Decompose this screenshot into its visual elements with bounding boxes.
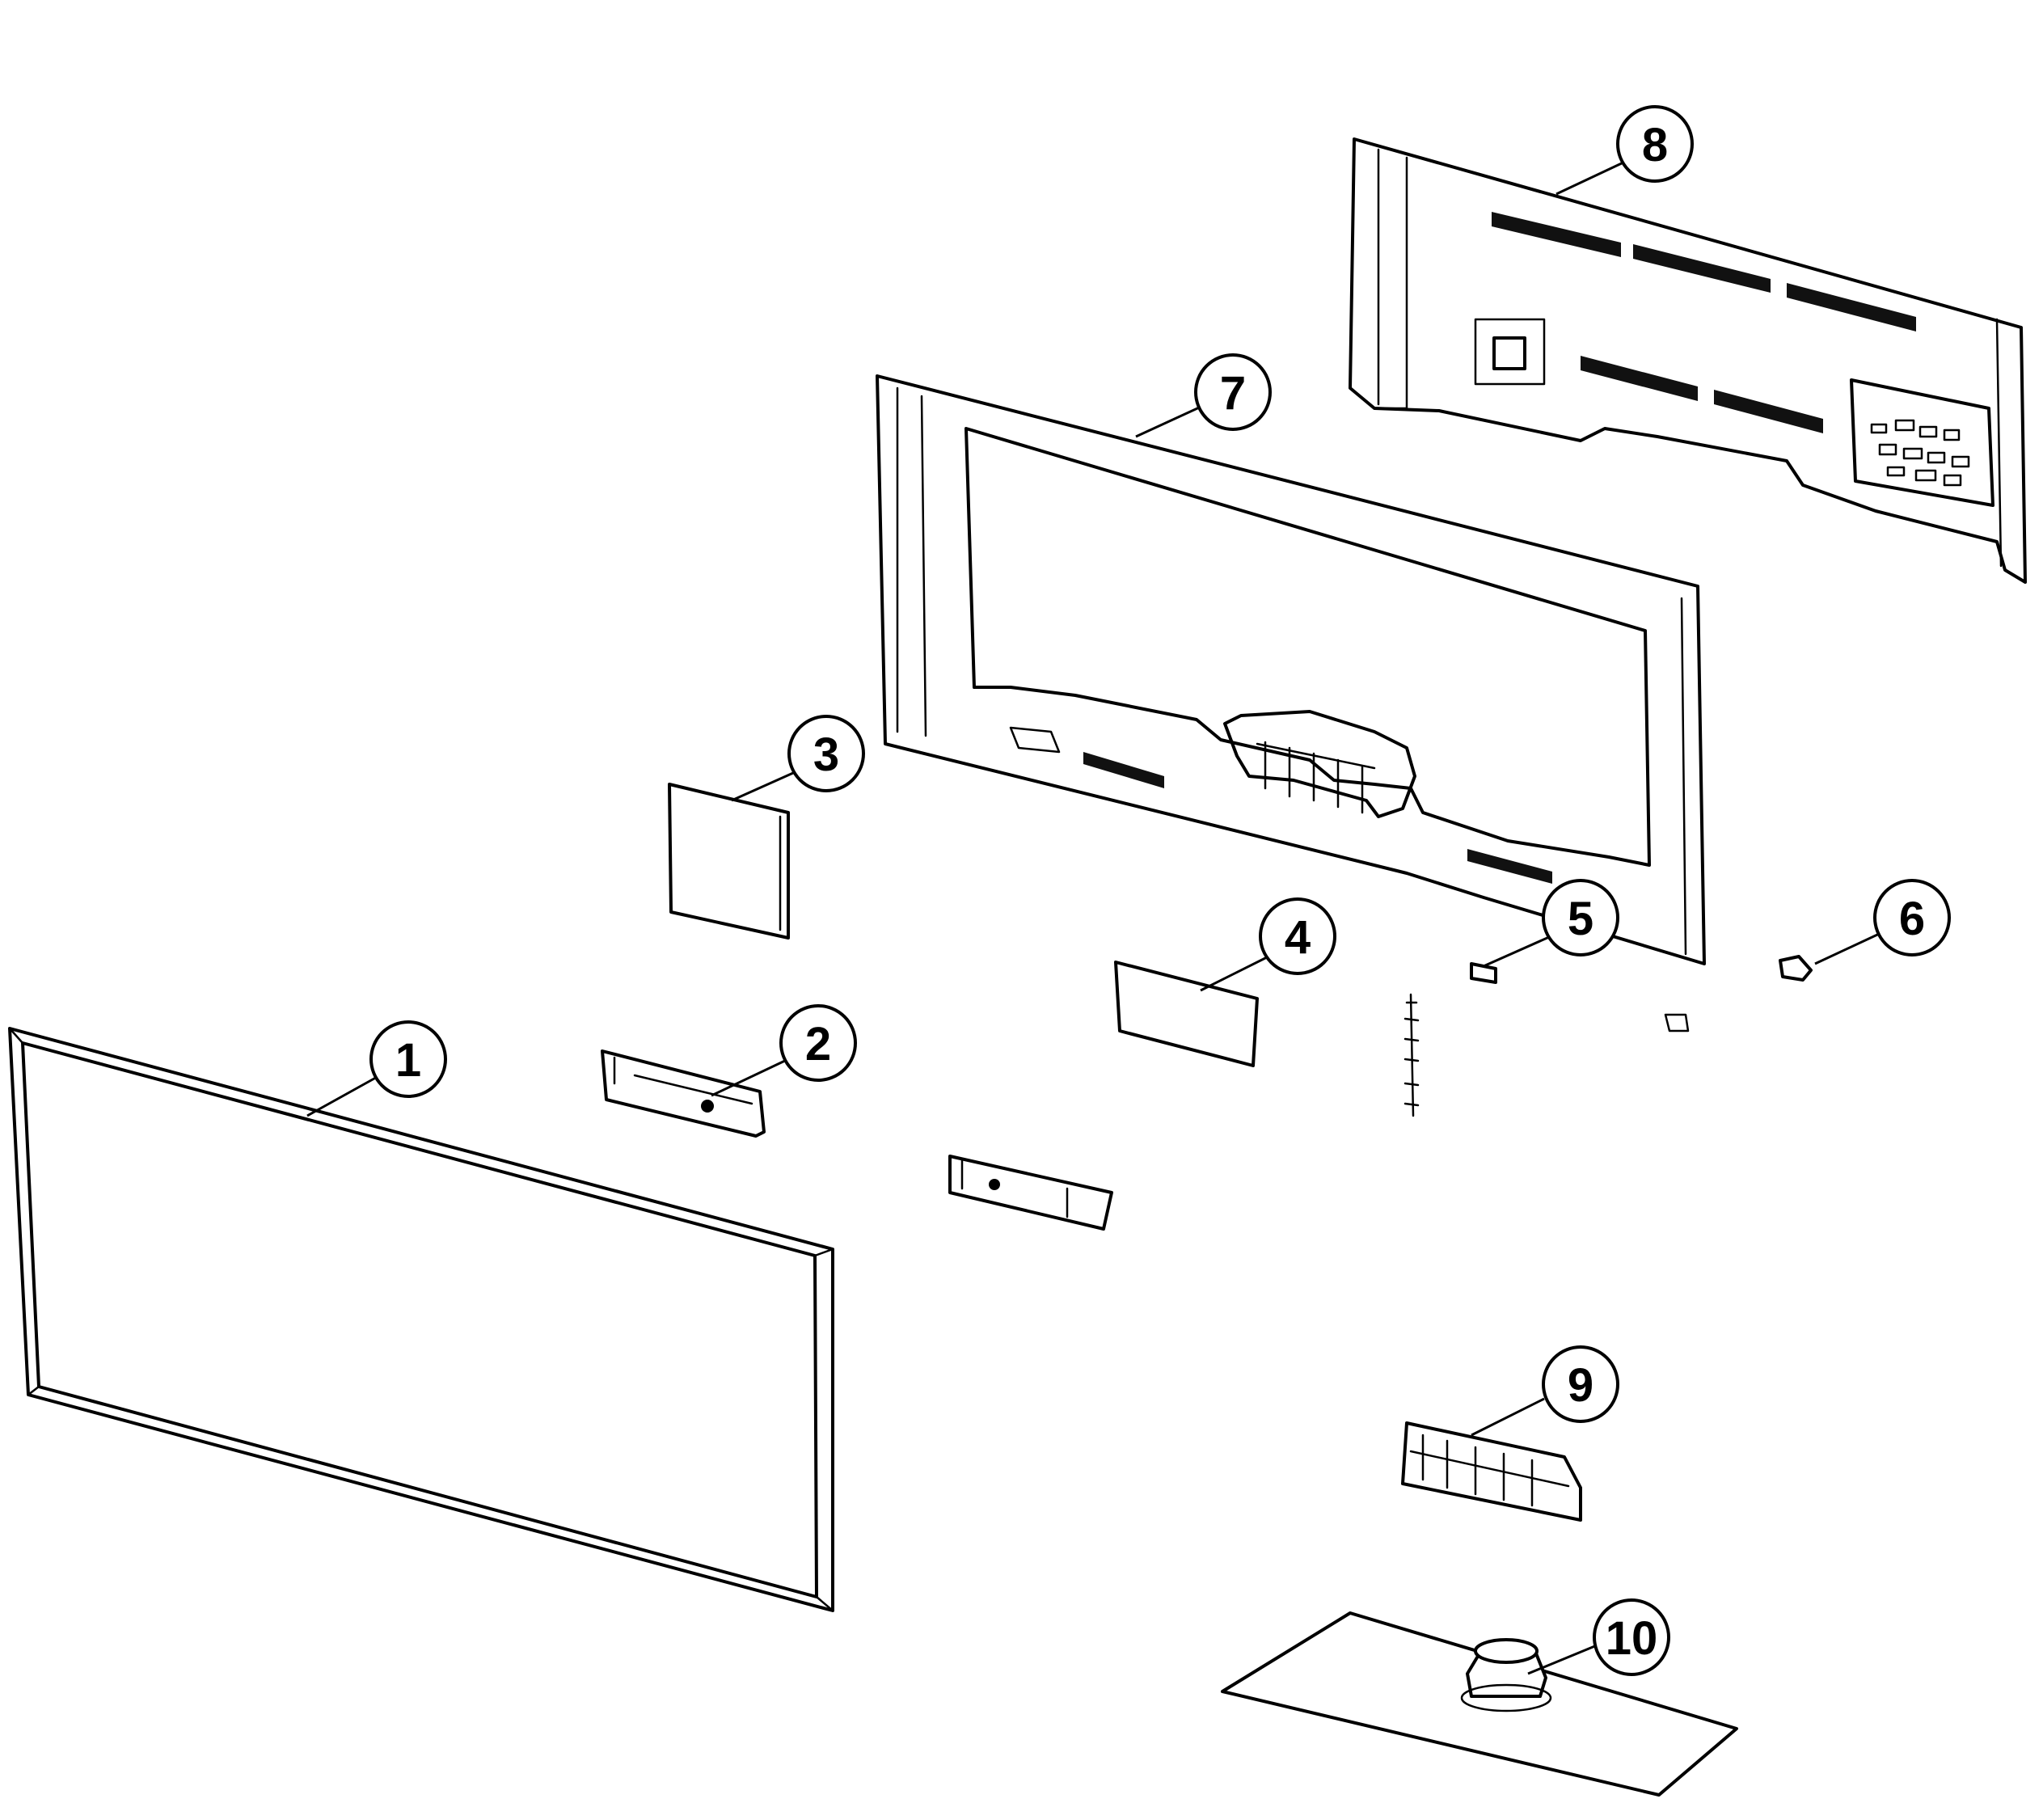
callout-label-1: 1 [395, 1034, 421, 1087]
callout-5: 5 [1542, 879, 1619, 956]
callout-label-7: 7 [1220, 367, 1246, 420]
leader-8 [1555, 160, 1626, 196]
callout-label-2: 2 [805, 1018, 831, 1070]
part-3-board [668, 783, 790, 940]
part-10-stand-base [1221, 1611, 1738, 1797]
leader-9 [1471, 1397, 1545, 1437]
callout-7: 7 [1194, 353, 1272, 431]
callout-label-10: 10 [1606, 1612, 1658, 1665]
callout-label-3: 3 [813, 728, 839, 781]
callout-6: 6 [1873, 879, 1951, 956]
leader-10 [1527, 1644, 1598, 1675]
callout-4: 4 [1259, 897, 1336, 975]
leader-5 [1483, 932, 1557, 968]
part-4-board [1114, 961, 1259, 1067]
part-8-rear-cover [1349, 137, 2027, 584]
callout-3: 3 [787, 715, 865, 792]
callout-1: 1 [369, 1020, 447, 1098]
part-5-component [1470, 962, 1497, 984]
leader-7 [1135, 403, 1207, 438]
callout-label-4: 4 [1285, 911, 1311, 964]
part-2-bracket [601, 1049, 766, 1138]
callout-label-5: 5 [1568, 893, 1593, 945]
callout-label-6: 6 [1899, 893, 1925, 945]
callout-2: 2 [779, 1004, 857, 1082]
leader-2 [711, 1058, 789, 1097]
leader-lines [306, 160, 1889, 1675]
leader-1 [306, 1074, 381, 1117]
part-1-panel [8, 1027, 834, 1612]
callout-10: 10 [1593, 1598, 1670, 1676]
callout-label-9: 9 [1568, 1359, 1593, 1412]
bracket-unlabeled [948, 1155, 1113, 1231]
part-6-clip [1779, 955, 1813, 982]
part-7-front-bezel [876, 374, 1706, 965]
loose-hardware [1404, 993, 1690, 1117]
leader-3 [731, 768, 801, 802]
callout-8: 8 [1616, 105, 1694, 183]
part-9-stand-neck [1401, 1421, 1582, 1522]
leader-6 [1814, 928, 1889, 965]
callout-9: 9 [1542, 1345, 1619, 1423]
leader-4 [1200, 952, 1274, 992]
callout-label-8: 8 [1642, 119, 1668, 171]
